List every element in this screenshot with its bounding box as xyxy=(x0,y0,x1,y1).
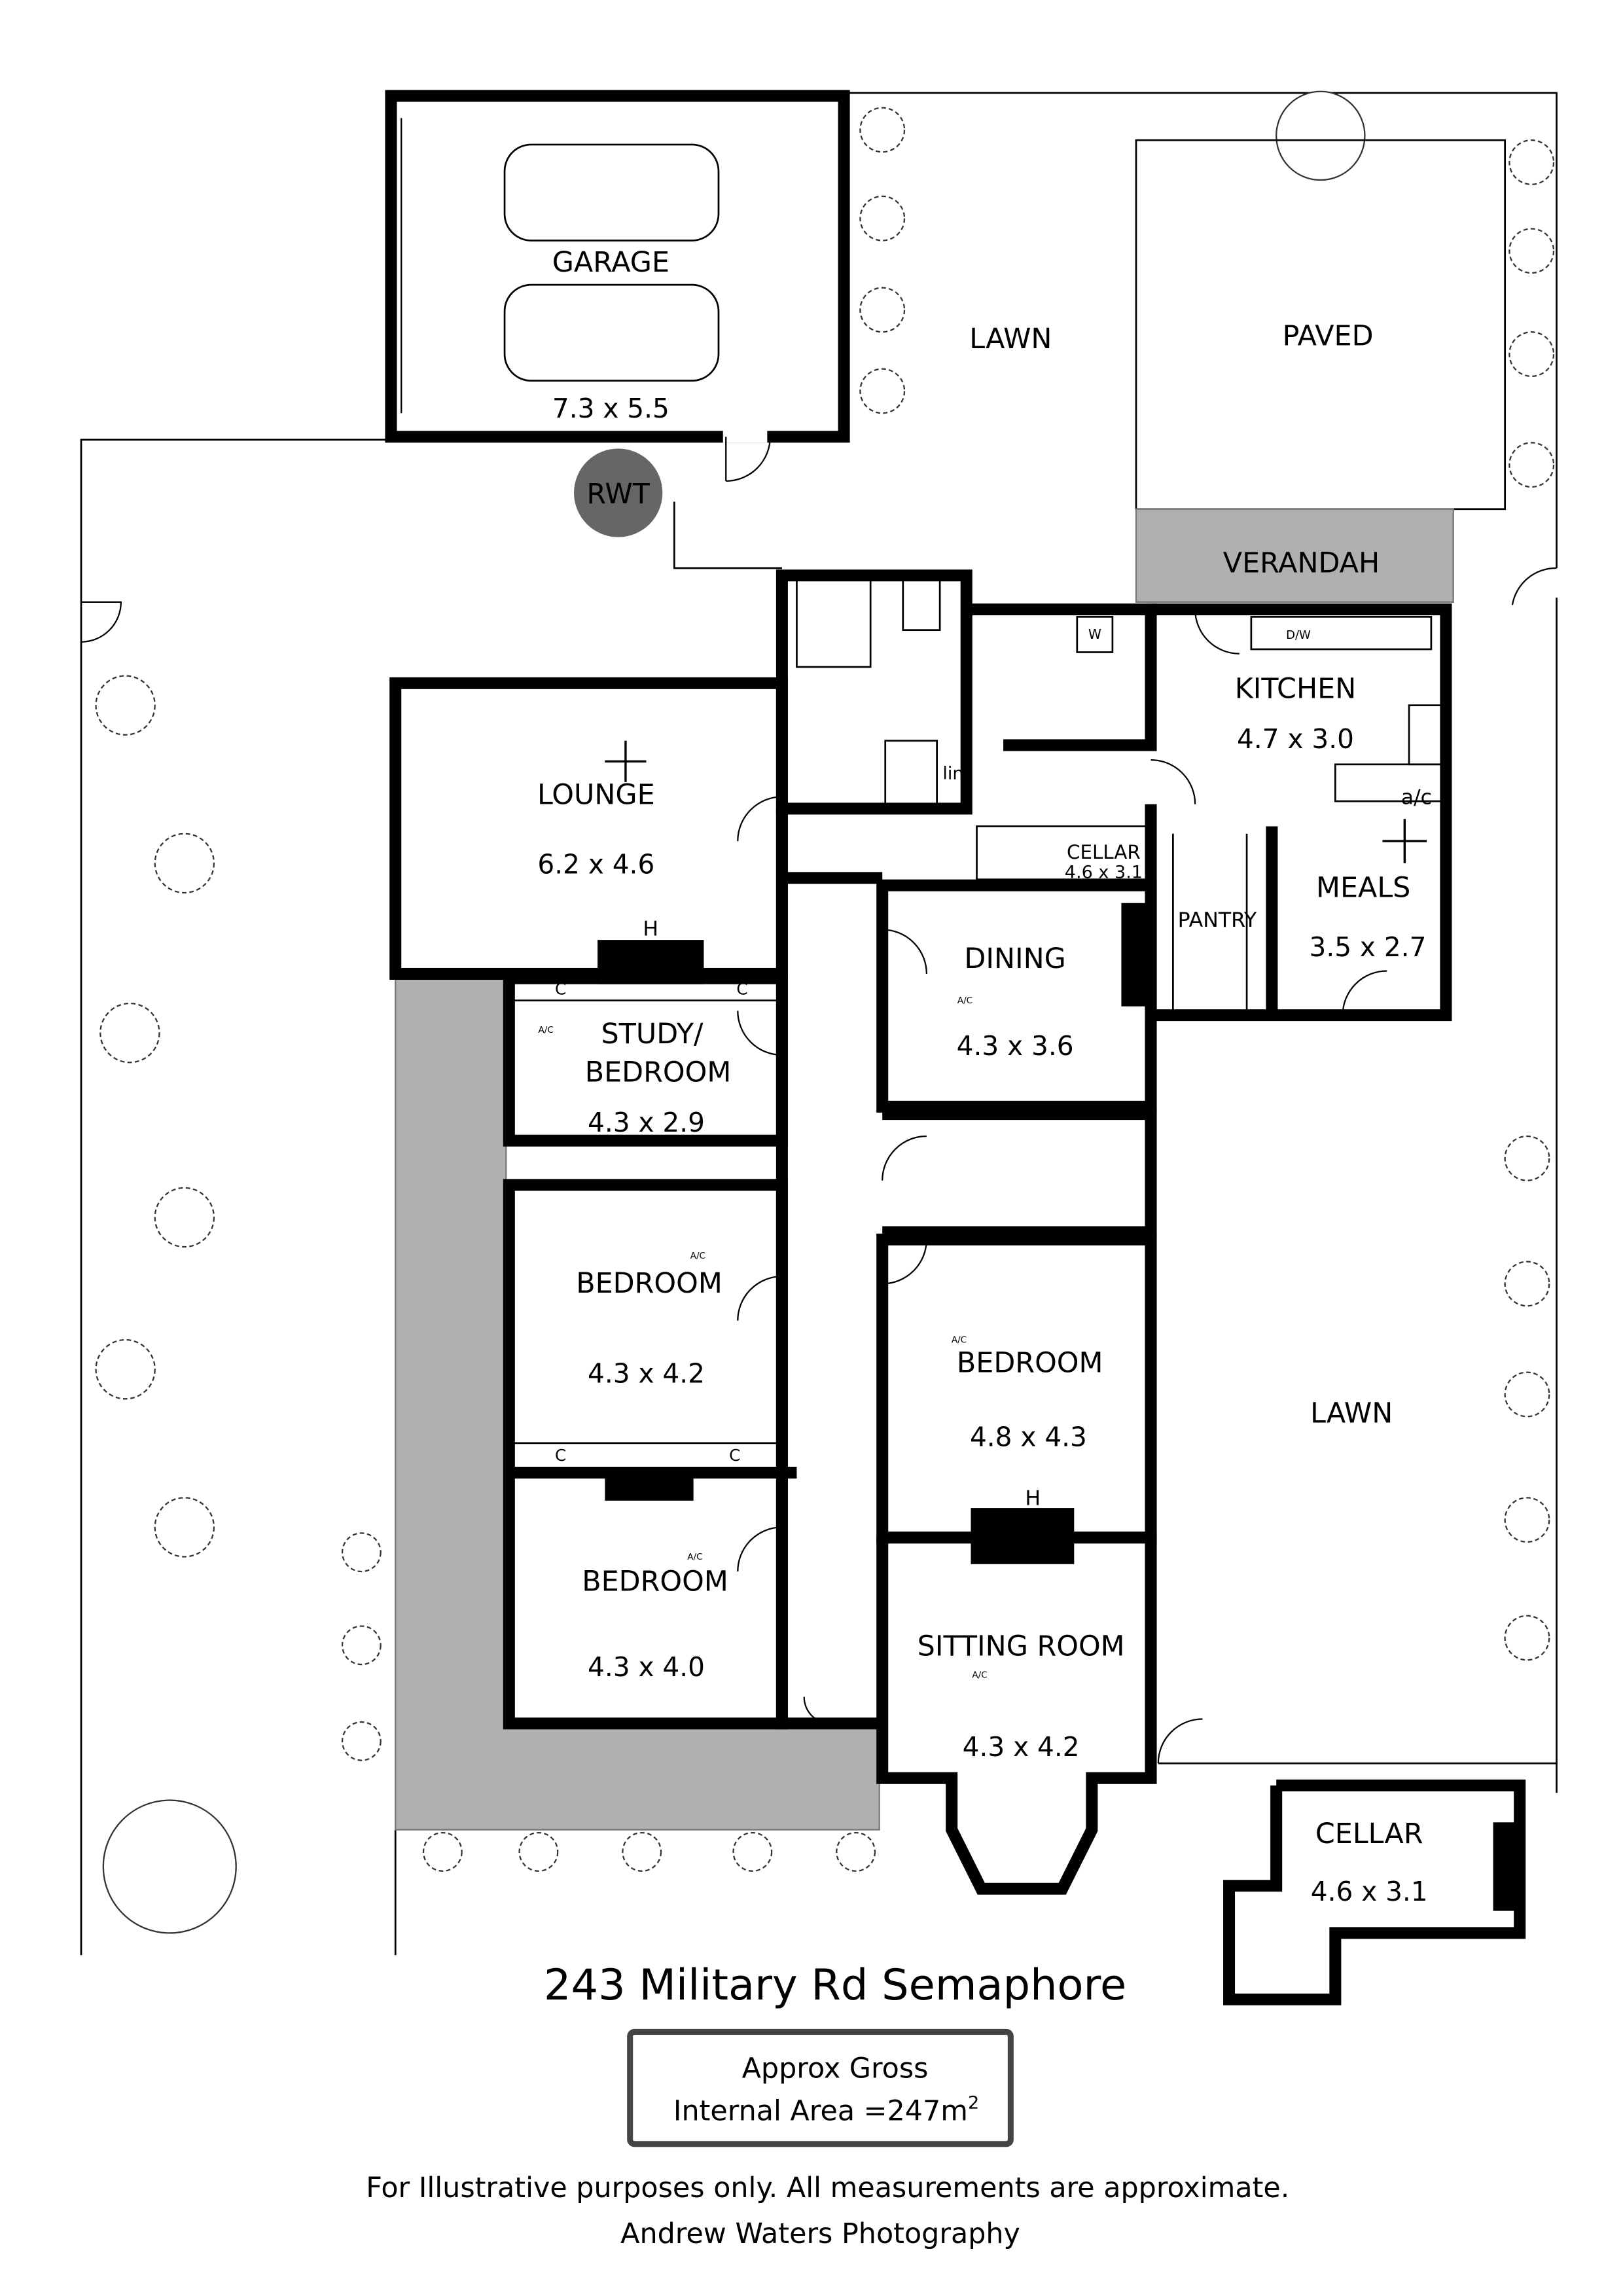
inner-cellar-dims: 4.6 x 3.1 xyxy=(1065,862,1143,882)
study-label-1: STUDY/ xyxy=(601,1018,704,1050)
fixtures: W D/W a/c lin xyxy=(508,577,1447,1444)
photographer-credit: Andrew Waters Photography xyxy=(620,2217,1020,2250)
bedroom-2-ac: A/C xyxy=(687,1552,702,1562)
garage-dims: 7.3 x 5.5 xyxy=(552,393,669,424)
garage: GARAGE 7.3 x 5.5 xyxy=(385,90,850,482)
study-cupboard-2: C xyxy=(736,980,747,999)
area-line-2: Internal Area =247m2 xyxy=(673,2093,979,2128)
meals-dims: 3.5 x 2.7 xyxy=(1310,931,1427,963)
study-cupboard-1: C xyxy=(555,980,566,999)
address-title: 243 Military Rd Semaphore xyxy=(544,1960,1126,2010)
garage-label: GARAGE xyxy=(552,246,669,279)
paved-label: PAVED xyxy=(1283,320,1374,353)
meals-label: MEALS xyxy=(1316,872,1410,905)
study-dims: 4.3 x 2.9 xyxy=(588,1107,705,1138)
linen-label: lin xyxy=(942,763,963,783)
room-labels: KITCHEN 4.7 x 3.0 LOUNGE 6.2 x 4.6 H CEL… xyxy=(537,672,1428,1907)
bedroom-3-fireplace: H xyxy=(1025,1487,1041,1511)
rwt-label: RWT xyxy=(586,478,650,511)
lawn-top-label: LAWN xyxy=(969,323,1052,355)
dishwasher-label: D/W xyxy=(1286,628,1311,642)
dining-ac: A/C xyxy=(957,996,972,1006)
pantry-label: PANTRY xyxy=(1178,908,1257,932)
bedroom-1-cupboard-1: C xyxy=(555,1446,566,1465)
lounge-label: LOUNGE xyxy=(537,779,655,812)
trees xyxy=(95,90,1555,1934)
ceiling-fan-icon xyxy=(605,740,1427,863)
bedroom-1-cupboard-2: C xyxy=(729,1446,740,1465)
lounge-fireplace: H xyxy=(643,917,658,941)
verandah xyxy=(1135,508,1454,603)
inner-cellar-label: CELLAR xyxy=(1067,841,1141,863)
kitchen-label: KITCHEN xyxy=(1235,672,1357,705)
bedroom-2-label: BEDROOM xyxy=(582,1565,728,1598)
washer-label: W xyxy=(1088,626,1101,642)
house-walls xyxy=(389,569,1526,2005)
bedroom-1-dims: 4.3 x 4.2 xyxy=(588,1357,705,1389)
bedroom-1-ac: A/C xyxy=(690,1251,705,1261)
lawn-side-label: LAWN xyxy=(1310,1397,1393,1429)
lounge-dims: 6.2 x 4.6 xyxy=(537,849,654,880)
ac-kitchen-label: a/c xyxy=(1401,786,1432,810)
side-verandah xyxy=(395,976,880,1831)
area-line-1: Approx Gross xyxy=(742,2052,929,2085)
bedroom-3-label: BEDROOM xyxy=(957,1347,1103,1380)
sitting-room-ac: A/C xyxy=(972,1670,987,1680)
lot-boundaries xyxy=(80,92,1558,1956)
doors xyxy=(80,567,1557,1764)
rainwater-tank xyxy=(574,448,663,537)
dining-dims: 4.3 x 3.6 xyxy=(957,1030,1074,1062)
outer-cellar-dims: 4.6 x 3.1 xyxy=(1311,1876,1428,1907)
bedroom-3-dims: 4.8 x 4.3 xyxy=(970,1421,1087,1452)
bedroom-3-ac: A/C xyxy=(952,1335,967,1346)
kitchen-dims: 4.7 x 3.0 xyxy=(1237,723,1354,755)
sitting-room-dims: 4.3 x 4.2 xyxy=(963,1731,1080,1763)
study-label-2: BEDROOM xyxy=(585,1056,732,1089)
sitting-room-label: SITTING ROOM xyxy=(918,1630,1125,1663)
bedroom-1-label: BEDROOM xyxy=(576,1267,722,1300)
study-ac: A/C xyxy=(539,1025,554,1035)
outer-cellar-label: CELLAR xyxy=(1315,1818,1423,1850)
verandah-label: VERANDAH xyxy=(1223,547,1380,580)
disclaimer: For Illustrative purposes only. All meas… xyxy=(366,2172,1289,2204)
area-box xyxy=(627,2028,1014,2147)
dining-label: DINING xyxy=(964,942,1066,975)
bedroom-2-dims: 4.3 x 4.0 xyxy=(588,1651,705,1683)
